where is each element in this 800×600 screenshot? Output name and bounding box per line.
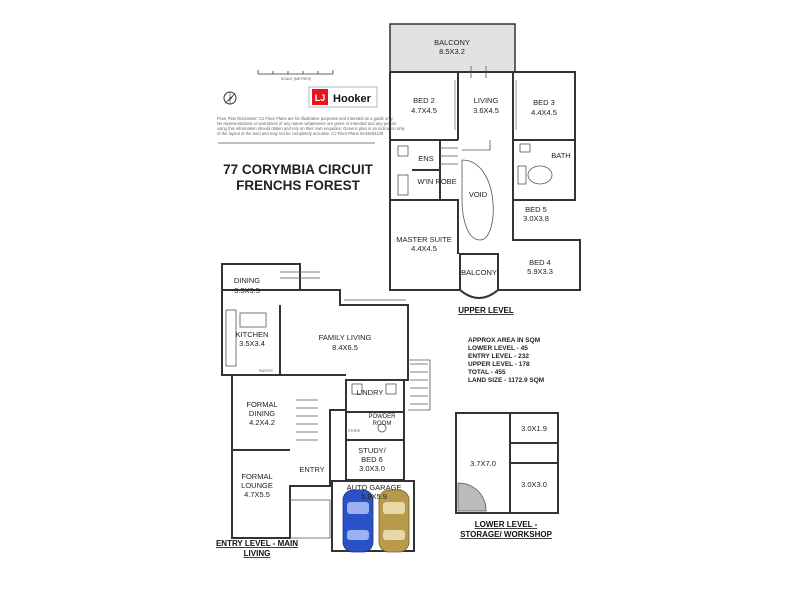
brand-mark: LJ	[315, 93, 326, 103]
entry-level-plan	[221, 263, 431, 552]
area-total: TOTAL - 455	[468, 369, 506, 376]
property-title-line2: FRENCHS FOREST	[236, 178, 361, 193]
level-lower-title-1: LOWER LEVEL -	[475, 520, 538, 529]
label-void: VOID	[469, 190, 488, 199]
level-entry-title-1: ENTRY LEVEL - MAIN	[216, 539, 298, 548]
label-lower-a: 3.0X1.9	[521, 424, 547, 433]
disclaimer-line: No representations or warranties of any …	[217, 121, 397, 126]
label-store: STORE	[348, 429, 361, 433]
label-pantry: PANTRY	[259, 369, 274, 373]
label-win-robe: W'IN ROBE	[417, 177, 456, 186]
area-lower: LOWER LEVEL - 45	[468, 345, 528, 352]
level-lower-title-2: STORAGE/ WORKSHOP	[460, 530, 553, 539]
label-dining-dim: 3.5X3.5	[234, 286, 260, 295]
label-bed5: BED 5	[525, 205, 547, 214]
scale-label: SCALE (METRES)	[281, 77, 311, 81]
label-living-upper-dim: 3.6X4.5	[473, 106, 499, 115]
label-master: MASTER SUITE	[396, 235, 451, 244]
brand-logo: LJ Hooker	[308, 86, 378, 108]
label-bath: BATH	[551, 151, 570, 160]
label-powder-2: ROOM	[373, 421, 392, 427]
label-ens: ENS	[418, 154, 433, 163]
garage-outline	[331, 480, 415, 552]
label-living-upper: LIVING	[474, 96, 499, 105]
label-formal-lounge-1: FORMAL	[241, 472, 272, 481]
north-arrow-icon	[223, 91, 237, 105]
area-entry: ENTRY LEVEL - 232	[468, 353, 529, 360]
label-garage: AUTO GARAGE	[347, 483, 402, 492]
label-bed3: BED 3	[533, 98, 555, 107]
area-summary: APPROX AREA IN SQM LOWER LEVEL - 45 ENTR…	[468, 337, 544, 384]
label-bed4: BED 4	[529, 258, 551, 267]
label-kitchen-dim: 3.5X3.4	[239, 339, 265, 348]
label-lower-c: 3.0X3.0	[521, 480, 547, 489]
label-study-1: STUDY/	[358, 446, 386, 455]
car-gold-icon	[378, 489, 410, 553]
area-upper: UPPER LEVEL - 178	[468, 361, 530, 368]
label-balcony-small: BALCONY	[461, 268, 497, 277]
disclaimer-line: Floor Plan Disclaimer: CJ Floor Plans ar…	[217, 116, 394, 121]
label-bed2-dim: 4.7X4.5	[411, 106, 437, 115]
label-dining: DINING	[234, 276, 260, 285]
label-balcony-top: BALCONY	[434, 38, 470, 47]
label-formal-lounge-2: LOUNGE	[241, 481, 273, 490]
level-entry-title-2: LIVING	[244, 549, 271, 558]
scale-bar: SCALE (METRES)	[257, 70, 334, 81]
staircase	[296, 399, 318, 441]
car-blue-icon	[342, 489, 374, 553]
label-lower-b: 3.7X7.0	[470, 459, 496, 468]
label-master-dim: 4.4X4.5	[411, 244, 437, 253]
label-bed3-dim: 4.4X4.5	[531, 108, 557, 117]
disclaimer-line: of the layout of the land and may not be…	[217, 131, 384, 136]
label-family-dim: 8.4X6.5	[332, 343, 358, 352]
label-bed5-dim: 3.0X3.8	[523, 214, 549, 223]
balcony-top	[389, 23, 516, 73]
label-kitchen: KITCHEN	[236, 330, 269, 339]
label-family: FAMILY LIVING	[319, 333, 372, 342]
area-heading: APPROX AREA IN SQM	[468, 337, 540, 344]
label-formal-dining-dim: 4.2X4.2	[249, 418, 275, 427]
label-bed4-dim: 5.9X3.3	[527, 267, 553, 276]
label-balcony-top-dim: 8.5X3.2	[439, 47, 465, 56]
label-formal-dining-1: FORMAL	[246, 400, 277, 409]
label-formal-dining-2: DINING	[249, 409, 275, 418]
label-powder-1: POWDER	[369, 414, 397, 420]
level-upper-title: UPPER LEVEL	[458, 306, 514, 315]
label-bed2: BED 2	[413, 96, 435, 105]
label-laundry: L'NDRY	[357, 388, 384, 397]
label-formal-lounge-dim: 4.7X5.5	[244, 490, 270, 499]
upper-level-plan	[389, 23, 581, 299]
brand-word: Hooker	[333, 93, 372, 105]
label-study-2: BED 6	[361, 455, 383, 464]
label-study-dim: 3.0X3.0	[359, 464, 385, 473]
disclaimer-line: using this information should obtain and…	[217, 126, 406, 131]
brand-mark-box	[312, 89, 328, 105]
label-garage-dim: 5.9X5.9	[361, 492, 387, 501]
area-land: LAND SIZE - 1172.9 SQM	[468, 377, 544, 384]
lower-level-plan	[455, 412, 559, 514]
label-entry: ENTRY	[299, 465, 324, 474]
disclaimer: Floor Plan Disclaimer: CJ Floor Plans ar…	[217, 116, 406, 136]
property-title-line1: 77 CORYMBIA CIRCUIT	[223, 162, 374, 177]
